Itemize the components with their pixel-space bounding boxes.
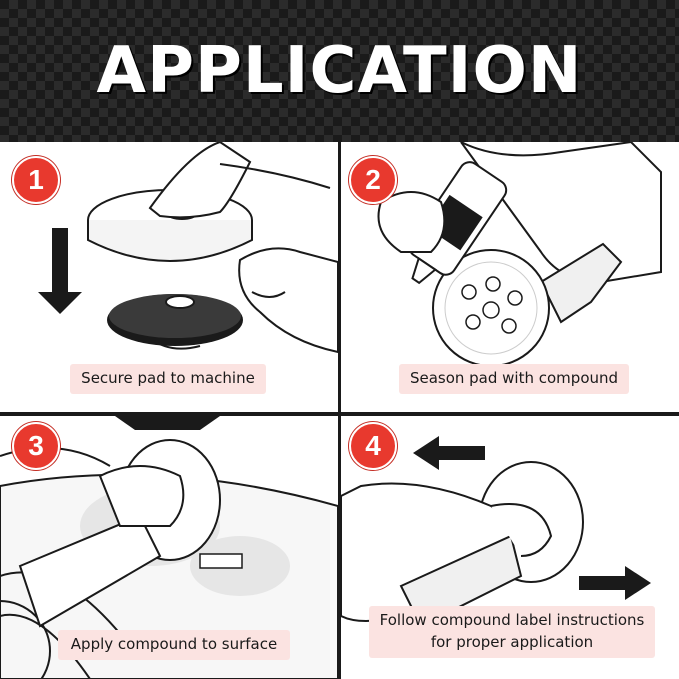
horizontal-divider	[0, 412, 679, 416]
step-4-caption-line-2: for proper application	[430, 632, 594, 651]
arrow-left-icon	[413, 436, 485, 470]
pad-seasoning-illustration: EPIC	[377, 142, 662, 367]
step-3-badge: 3	[12, 422, 60, 470]
step-3-panel: 3 Apply compound to surface	[0, 416, 338, 679]
steps-grid: 1 Secure pad to machine	[0, 142, 679, 679]
step-4-caption: Follow compound label instructions for p…	[369, 606, 655, 658]
step-2-panel: EPIC 2 Season pad with compound	[341, 142, 679, 412]
step-1-badge: 1	[12, 156, 60, 204]
step-4-panel: 4 Follow compound label instructions for…	[341, 416, 679, 679]
step-4-badge: 4	[349, 422, 397, 470]
compound-application-illustration	[0, 416, 338, 679]
step-2-caption: Season pad with compound	[399, 364, 629, 394]
polishing-motion-illustration	[341, 436, 651, 628]
header-banner: APPLICATION	[0, 0, 679, 142]
step-4-caption-line-1: Follow compound label instructions	[379, 611, 645, 629]
step-1-panel: 1 Secure pad to machine	[0, 142, 338, 412]
arrow-down-icon	[38, 228, 82, 314]
pad-mounting-illustration	[38, 142, 338, 354]
vertical-divider	[338, 142, 341, 679]
step-1-caption: Secure pad to machine	[70, 364, 266, 394]
page-title: APPLICATION	[96, 34, 583, 108]
step-3-caption: Apply compound to surface	[58, 630, 290, 660]
step-2-badge: 2	[349, 156, 397, 204]
arrow-right-icon	[579, 566, 651, 600]
